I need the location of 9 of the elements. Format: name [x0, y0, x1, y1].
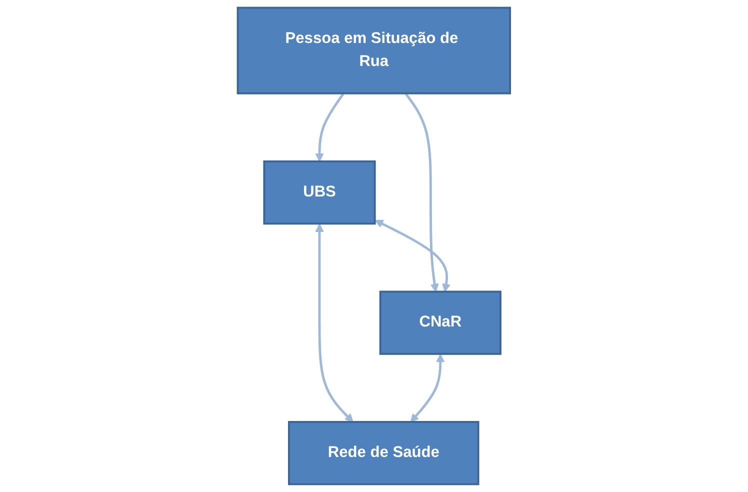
- node-box: UBS: [263, 160, 376, 225]
- arrow: [410, 354, 445, 422]
- node-box: Pessoa em Situação de Rua: [236, 6, 512, 94]
- node-box: Rede de Saúde: [288, 421, 480, 486]
- arrow: [404, 92, 439, 292]
- node-box: CNaR: [379, 290, 502, 355]
- arrow: [374, 220, 451, 292]
- arrow: [315, 224, 354, 422]
- arrow: [315, 92, 345, 162]
